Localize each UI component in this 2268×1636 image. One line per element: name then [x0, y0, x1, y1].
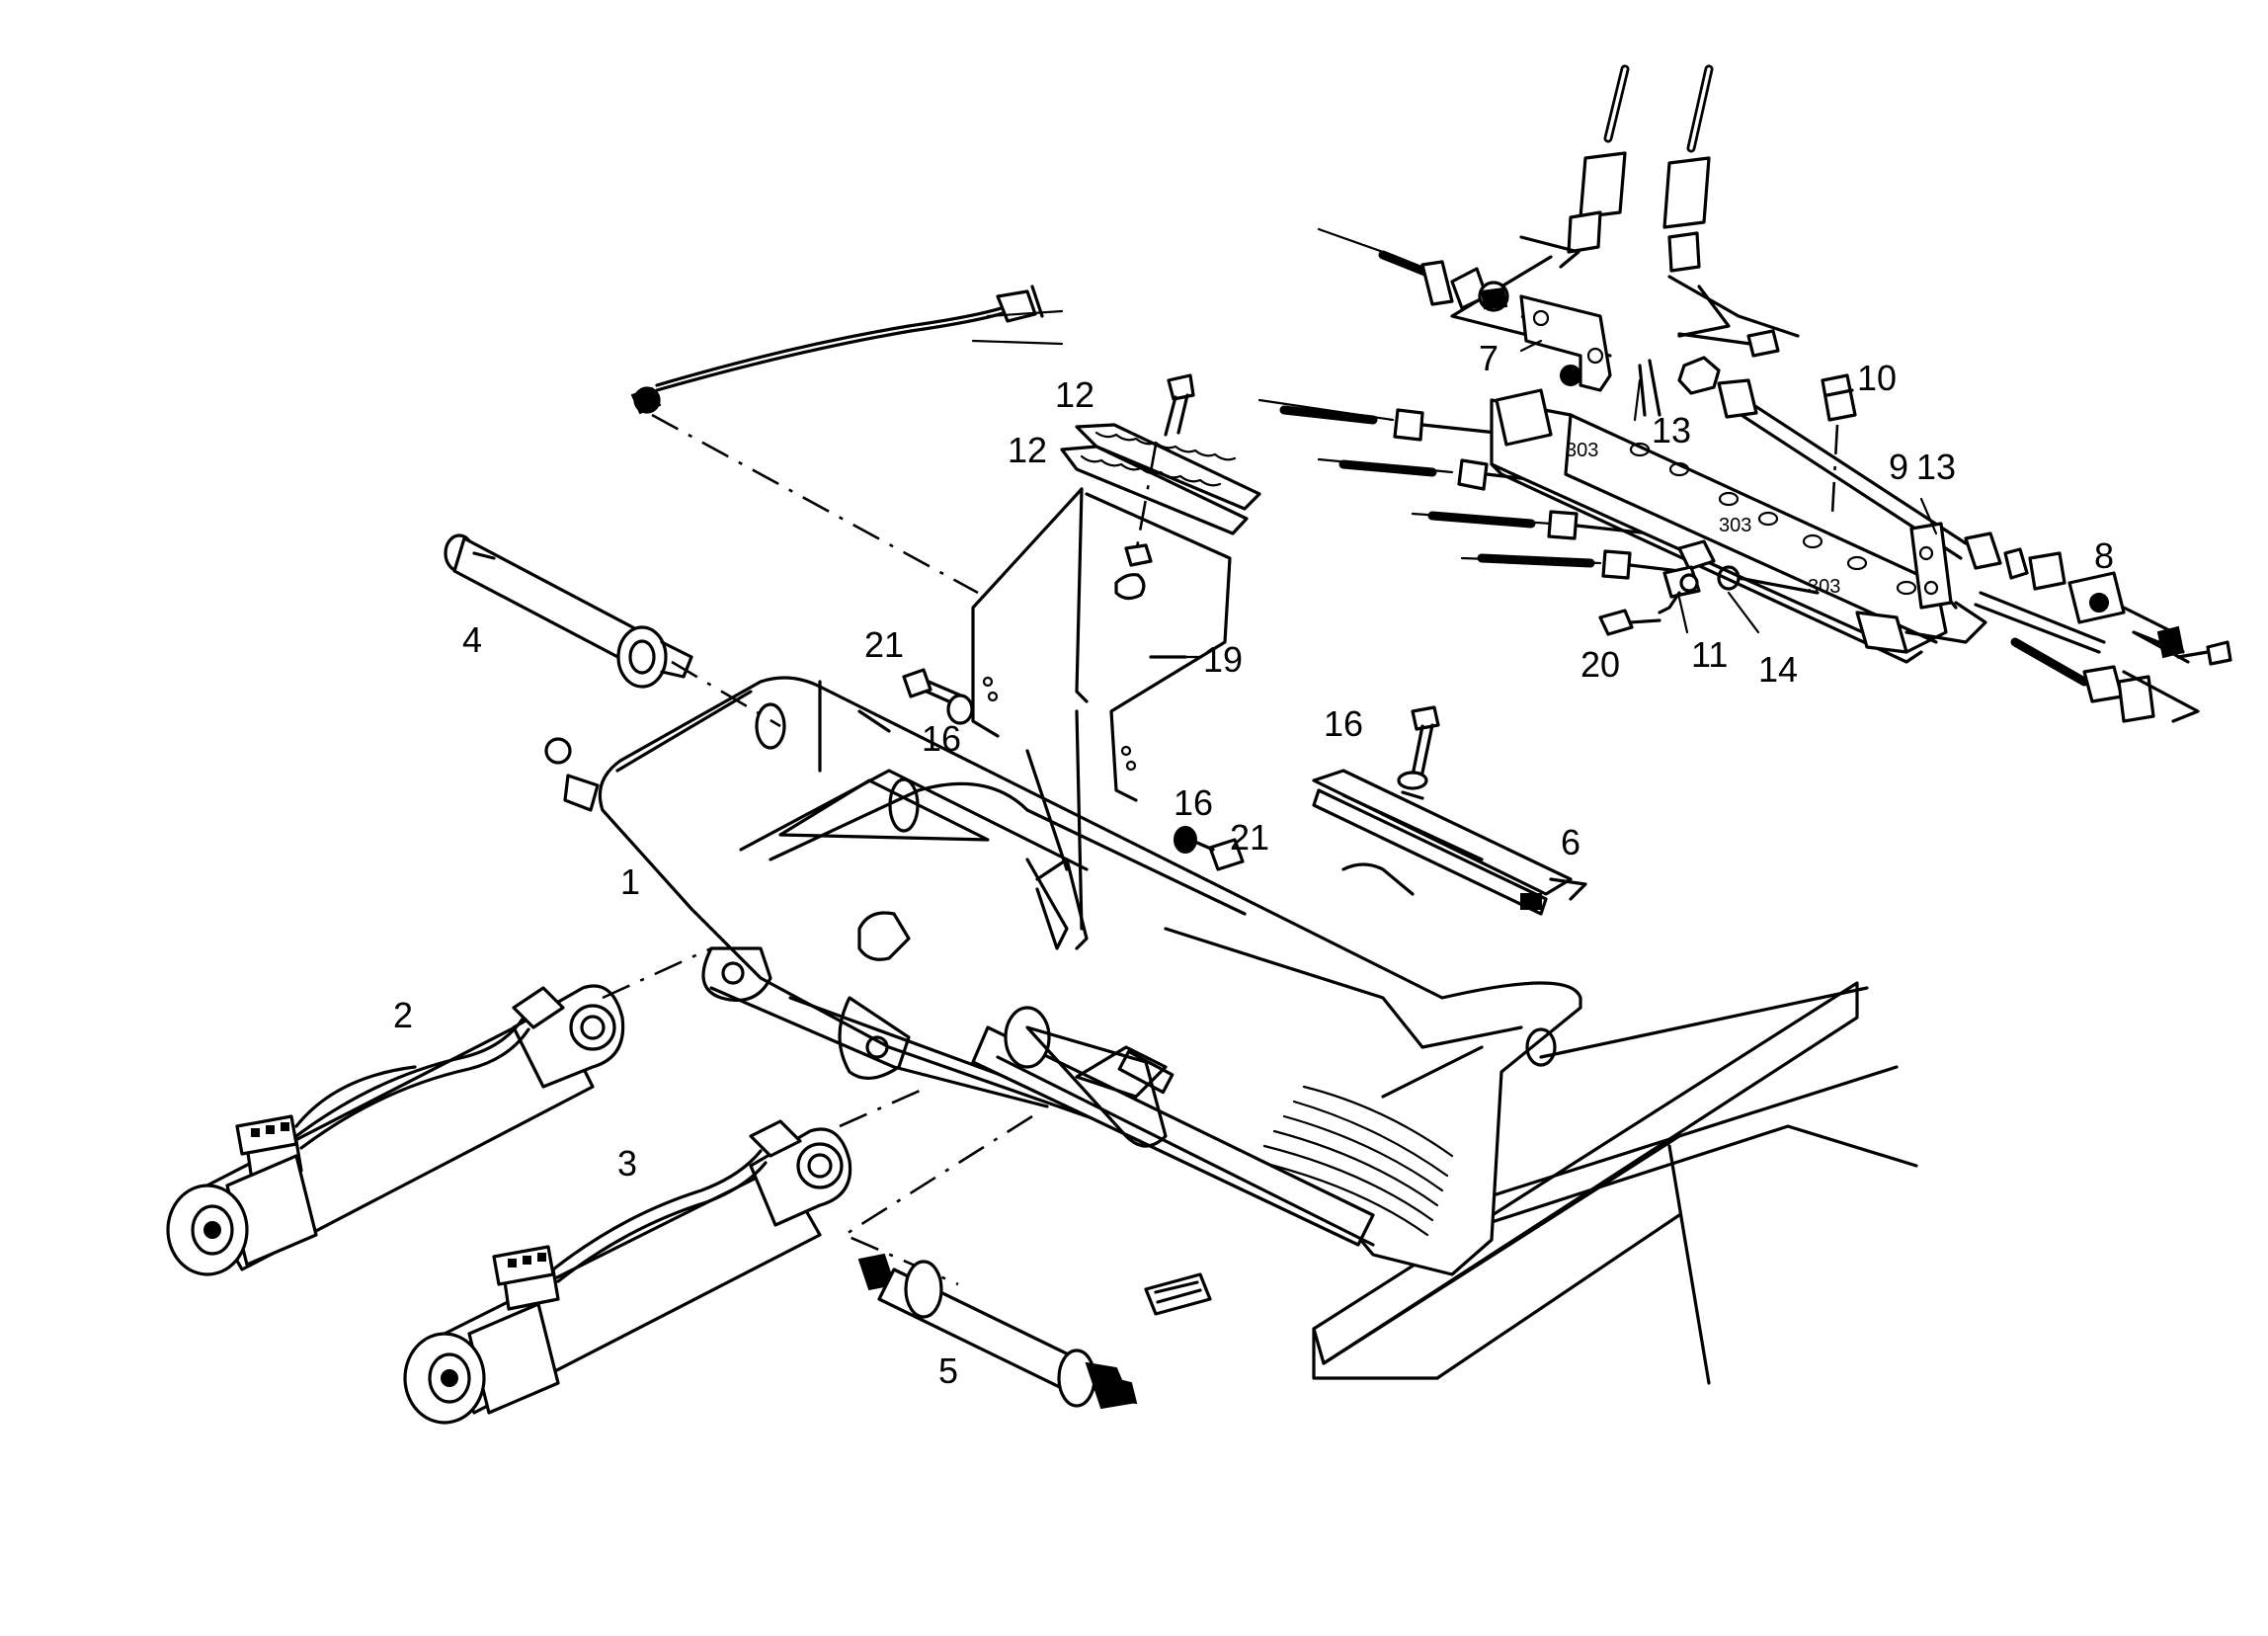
svg-text:303: 303	[1808, 576, 1840, 598]
callout-13a: 13	[1652, 410, 1691, 450]
cylinder-2	[166, 946, 712, 1276]
callout-16b: 16	[1174, 782, 1213, 823]
callout-16a: 16	[922, 718, 961, 759]
callout-1: 1	[620, 861, 640, 902]
callout-5: 5	[938, 1350, 958, 1391]
callout-19: 19	[1203, 639, 1243, 680]
chassis-frame	[1312, 981, 1918, 1385]
callout-21a: 21	[864, 624, 904, 665]
callouts: 1 2 3 4 5 6 7 8 9 10 11 12 12 13 13 14 1…	[393, 338, 2114, 1391]
callout-7: 7	[1479, 338, 1498, 378]
callout-20: 20	[1580, 644, 1620, 685]
callout-13b: 13	[1916, 447, 1956, 487]
callout-2: 2	[393, 995, 413, 1035]
svg-text:303: 303	[1566, 440, 1598, 461]
callout-9: 9	[1889, 447, 1908, 487]
callout-4: 4	[462, 619, 482, 660]
bracket-6	[1312, 705, 1587, 916]
valve-ports: 303 303 303	[1566, 440, 1840, 598]
callout-12b: 12	[1008, 430, 1047, 470]
bolts-16-21	[902, 668, 1245, 871]
pin-4	[444, 533, 781, 812]
callout-11: 11	[1691, 634, 1728, 675]
callout-12a: 12	[1055, 374, 1094, 415]
svg-text:303: 303	[1719, 515, 1751, 536]
callout-14: 14	[1758, 649, 1798, 690]
cylinder-3	[403, 1085, 930, 1425]
boom-arm	[598, 676, 1582, 1276]
pin-5	[842, 1114, 1212, 1410]
sensor-cable	[630, 285, 1044, 595]
callout-8: 8	[2094, 535, 2114, 576]
callout-21b: 21	[1230, 817, 1269, 858]
valve-block-assembly: 303 303 303	[1257, 64, 2232, 723]
callout-10: 10	[1857, 358, 1897, 398]
rubber-pads-12	[1060, 373, 1261, 601]
callout-6: 6	[1561, 822, 1580, 862]
callout-3: 3	[617, 1143, 637, 1184]
leader-lines	[971, 309, 1938, 659]
callout-16c: 16	[1324, 703, 1363, 744]
